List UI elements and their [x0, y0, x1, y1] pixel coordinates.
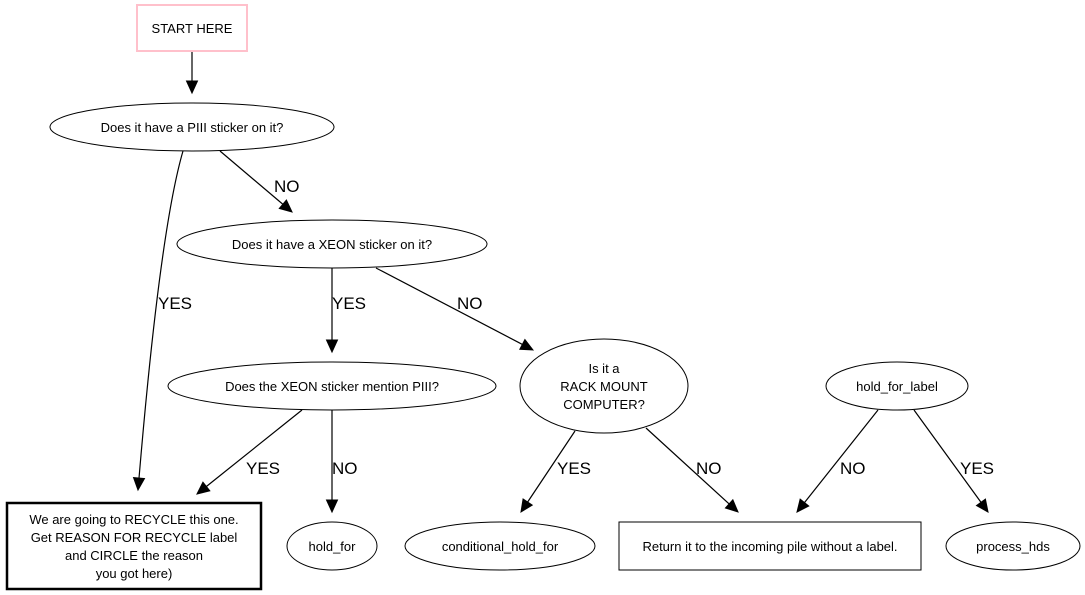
arrowhead-icon	[185, 80, 199, 95]
node-label: RACK MOUNT	[560, 379, 647, 394]
node-label: Does the XEON sticker mention PIII?	[225, 379, 439, 394]
edge-label: NO	[696, 459, 722, 478]
node-piii: Does it have a PIII sticker on it?	[49, 102, 335, 152]
edge-line	[219, 150, 284, 205]
edge-xeon-to-xeon-piii: YES	[325, 268, 366, 354]
arrowhead-icon	[519, 338, 535, 351]
arrowhead-icon	[975, 498, 989, 513]
node-process-hds: process_hds	[945, 521, 1081, 571]
edge-label: YES	[158, 294, 192, 313]
node-hold-for-label: hold_for_label	[825, 361, 969, 411]
node-label: hold_for	[309, 539, 357, 554]
node-shape	[404, 521, 596, 571]
edge-piii-to-recycle: YES	[132, 150, 192, 492]
edge-label: YES	[246, 459, 280, 478]
edge-line	[138, 150, 184, 479]
arrowhead-icon	[325, 339, 339, 354]
node-label: and CIRCLE the reason	[65, 548, 203, 563]
node-xeon-piii: Does the XEON sticker mention PIII?	[167, 361, 497, 411]
edge-line	[375, 267, 523, 345]
edge-label: YES	[332, 294, 366, 313]
node-label: process_hds	[976, 539, 1050, 554]
edge-xeon-piii-to-recycle: YES	[196, 409, 303, 495]
edge-label: NO	[457, 294, 483, 313]
node-label: you got here)	[96, 566, 173, 581]
arrowhead-icon	[724, 498, 739, 513]
node-label: COMPUTER?	[563, 397, 645, 412]
edge-label: NO	[840, 459, 866, 478]
node-hold-for: hold_for	[286, 521, 378, 571]
node-return: Return it to the incoming pile without a…	[618, 521, 922, 571]
node-xeon: Does it have a XEON sticker on it?	[176, 219, 488, 269]
edge-rack-to-return: NO	[645, 427, 739, 513]
node-shape	[825, 361, 969, 411]
edge-line	[913, 409, 982, 503]
edge-xeon-to-rack: NO	[375, 267, 535, 351]
node-shape	[176, 219, 488, 269]
node-label: Does it have a PIII sticker on it?	[101, 120, 284, 135]
edge-label: YES	[960, 459, 994, 478]
edge-start-to-piii	[185, 52, 199, 95]
node-recycle: We are going to RECYCLE this one. Get REA…	[5, 501, 263, 591]
edge-rack-to-conditional-hold-for: YES	[520, 430, 591, 513]
arrowhead-icon	[132, 477, 146, 492]
node-label: Does it have a XEON sticker on it?	[232, 237, 432, 252]
arrowhead-icon	[278, 199, 293, 213]
node-label: Get REASON FOR RECYCLE label	[31, 530, 238, 545]
arrowhead-icon	[325, 499, 339, 514]
edge-label: YES	[557, 459, 591, 478]
edge-line	[527, 430, 576, 503]
node-label: hold_for_label	[856, 379, 938, 394]
node-label: START HERE	[152, 21, 233, 36]
node-start: START HERE	[136, 4, 248, 52]
node-rack: Is it a RACK MOUNT COMPUTER?	[519, 338, 689, 434]
node-label: Is it a	[588, 361, 620, 376]
node-label: We are going to RECYCLE this one.	[29, 512, 238, 527]
edge-piii-to-xeon: NO	[219, 150, 300, 213]
node-shape	[136, 4, 248, 52]
edge-label: NO	[332, 459, 358, 478]
edge-label: NO	[274, 177, 300, 196]
node-shape	[519, 338, 689, 434]
node-shape	[945, 521, 1081, 571]
node-shape	[618, 521, 922, 571]
arrowhead-icon	[196, 481, 211, 495]
edge-line	[205, 409, 303, 487]
node-shape	[5, 501, 263, 591]
edge-line	[645, 427, 730, 505]
node-label: Return it to the incoming pile without a…	[642, 539, 897, 554]
arrowhead-icon	[520, 498, 534, 513]
edge-line	[803, 409, 879, 503]
node-label: conditional_hold_for	[442, 539, 559, 554]
edge-xeon-piii-to-hold-for: NO	[325, 410, 358, 514]
node-shape	[286, 521, 378, 571]
node-shape	[49, 102, 335, 152]
arrowhead-icon	[796, 498, 810, 513]
node-shape	[167, 361, 497, 411]
edge-hold-for-label-to-return: NO	[796, 409, 879, 513]
node-conditional-hold-for: conditional_hold_for	[404, 521, 596, 571]
edge-hold-for-label-to-process-hds: YES	[913, 409, 994, 513]
